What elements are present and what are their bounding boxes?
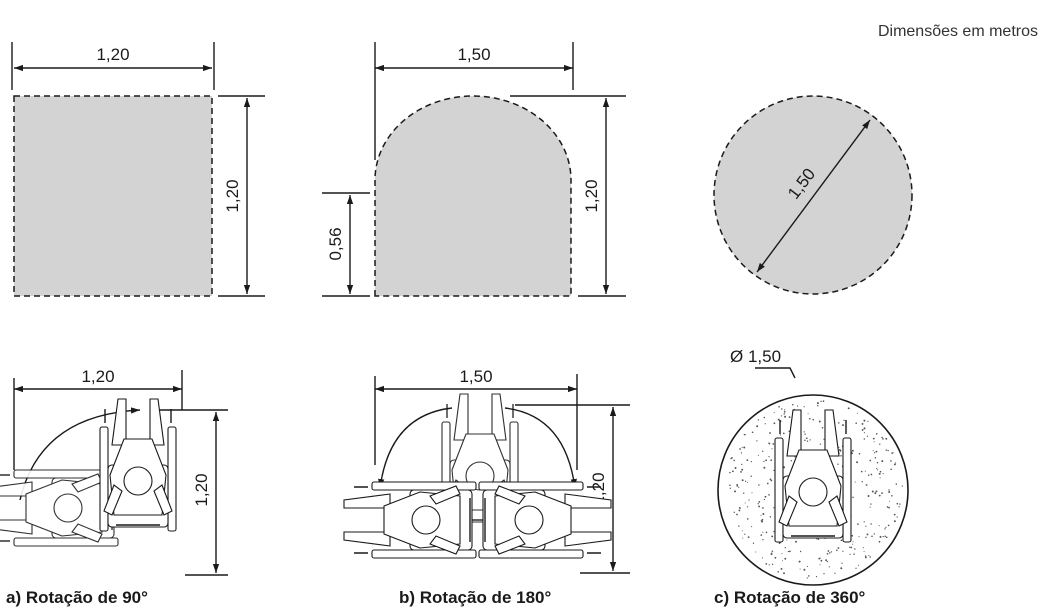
wheelchair-icon xyxy=(99,398,177,532)
square-height-label: 1,20 xyxy=(223,179,242,212)
square-shape xyxy=(13,95,213,297)
rotation-90-figure: 1,20 1,20 a) Rotação de 90° xyxy=(0,367,228,607)
circle-diameter-dimension xyxy=(756,119,871,273)
circle-360-area: 1,50 xyxy=(713,95,913,295)
circle-shape xyxy=(713,95,913,295)
arch-180-area: 1,50 1,20 0,56 xyxy=(322,42,626,297)
arch-width-label: 1,50 xyxy=(457,45,490,64)
rot90-height-label: 1,20 xyxy=(192,473,211,506)
square-width-label: 1,20 xyxy=(96,45,129,64)
rot360-caption: c) Rotação de 360° xyxy=(714,588,866,607)
rot180-caption: b) Rotação de 180° xyxy=(399,588,551,607)
units-note: Dimensões em metros xyxy=(878,23,1038,40)
rot90-width-label: 1,20 xyxy=(81,367,114,386)
rot180-arc-arrow xyxy=(504,407,577,489)
rot360-diameter-label: Ø 1,50 xyxy=(730,347,781,366)
rot90-caption: a) Rotação de 90° xyxy=(6,588,148,607)
arch-shape xyxy=(374,95,572,297)
arch-side-label: 0,56 xyxy=(326,227,345,260)
square-90-area: 1,20 1,20 xyxy=(11,42,265,297)
rotation-360-figure: Ø 1,50 c) Rotação de 360° xyxy=(714,347,909,607)
rotation-180-figure: 1,50 1,20 b) Rotação de 180° xyxy=(343,367,630,607)
arch-height-label: 1,20 xyxy=(582,179,601,212)
rot180-width-label: 1,50 xyxy=(459,367,492,386)
rot360-leader-line xyxy=(755,367,796,379)
wheelchair-icon xyxy=(343,481,477,559)
